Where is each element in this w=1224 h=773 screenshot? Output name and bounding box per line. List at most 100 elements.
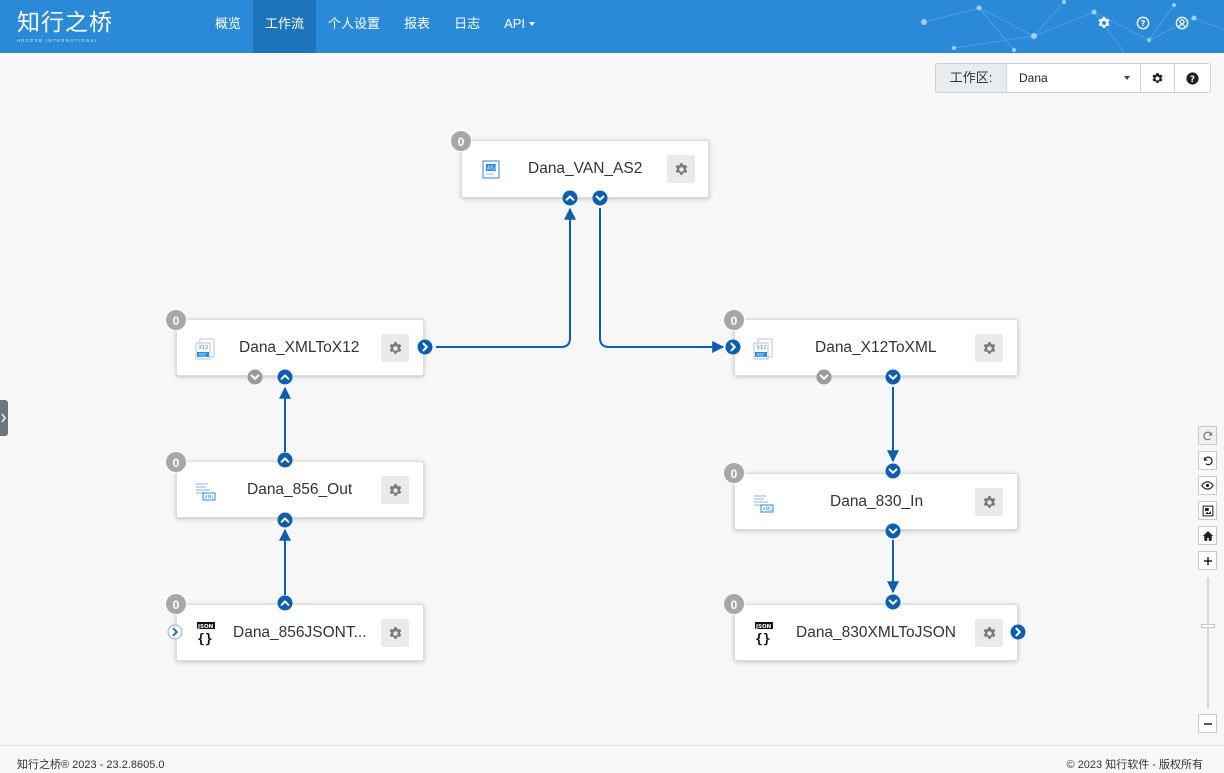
- sidebar-toggle[interactable]: [0, 400, 8, 436]
- message-count-badge: 0: [723, 309, 745, 331]
- eye-icon: [1201, 481, 1214, 490]
- node-settings-button[interactable]: [381, 619, 409, 647]
- node-settings-button[interactable]: [975, 488, 1003, 516]
- gear-icon: [982, 341, 997, 356]
- as2-icon: [478, 157, 504, 183]
- message-count-badge: 0: [723, 593, 745, 615]
- workflow-node-830-in[interactable]: Dana_830_In: [734, 473, 1018, 530]
- x12-icon: [751, 336, 777, 362]
- help-icon[interactable]: ?: [1136, 16, 1150, 30]
- output-port-icon[interactable]: [277, 595, 293, 611]
- chevron-right-icon: [1, 413, 6, 423]
- zoom-slider-track[interactable]: [1207, 578, 1209, 708]
- chevron-down-icon: [529, 21, 536, 26]
- gear-icon: [982, 495, 997, 510]
- gear-icon: [982, 626, 997, 641]
- input-port-icon[interactable]: [885, 594, 901, 610]
- zoom-in-button[interactable]: [1198, 551, 1217, 570]
- input-port-icon[interactable]: [725, 339, 741, 355]
- connection-van-as2-to-x12toxml[interactable]: [599, 208, 725, 353]
- workspace-select[interactable]: Dana: [1007, 64, 1141, 92]
- redo-button[interactable]: [1198, 426, 1217, 445]
- input-port-icon[interactable]: [167, 624, 183, 640]
- workflow-node-856-out[interactable]: Dana_856_Out: [176, 461, 424, 518]
- workspace-help-button[interactable]: ?: [1175, 64, 1209, 92]
- brand-name: 知行之桥: [17, 9, 113, 35]
- zoom-out-icon: [1203, 722, 1212, 725]
- output-port-icon[interactable]: [885, 369, 901, 385]
- workflow-node-830-json[interactable]: Dana_830XMLToJSON: [734, 604, 1018, 661]
- nav-api[interactable]: API: [492, 0, 547, 53]
- node-label: Dana_X12ToXML: [815, 339, 937, 356]
- brand-logo[interactable]: 知行之桥 ARCESB INTERNATIONAL: [17, 8, 113, 43]
- input-port-icon[interactable]: [277, 369, 293, 385]
- nav-workflow[interactable]: 工作流: [253, 0, 317, 53]
- workflow-node-xmltox12[interactable]: Dana_XMLToX12: [176, 319, 424, 376]
- top-navbar: 知行之桥 ARCESB INTERNATIONAL 概览 工作流 个人设置 报表…: [0, 0, 1224, 53]
- message-count-badge: 0: [165, 451, 187, 473]
- output-port-icon[interactable]: [277, 452, 293, 468]
- network-decoration: [921, 0, 1224, 53]
- input-port-icon[interactable]: [885, 463, 901, 479]
- nav-overview[interactable]: 概览: [215, 16, 242, 31]
- nav-logs[interactable]: 日志: [454, 16, 481, 31]
- workspace-label: 工作区:: [936, 64, 1007, 92]
- node-settings-button[interactable]: [975, 619, 1003, 647]
- node-settings-button[interactable]: [975, 334, 1003, 362]
- connection-xmltox12-to-van-as2[interactable]: [436, 207, 576, 348]
- zoom-out-button[interactable]: [1198, 714, 1217, 733]
- error-port-icon[interactable]: [816, 369, 832, 385]
- output-port-icon[interactable]: [885, 523, 901, 539]
- workflow-node-x12toxml[interactable]: Dana_X12ToXML: [734, 319, 1018, 376]
- input-port-icon[interactable]: [562, 190, 578, 206]
- message-count-badge: 0: [723, 462, 745, 484]
- footer: 知行之桥® 2023 - 23.2.8605.0 © 2023 知行软件 - 版…: [0, 745, 1224, 773]
- gear-icon: [388, 341, 403, 356]
- xml-icon: [751, 490, 777, 516]
- workspace-settings-button[interactable]: [1141, 64, 1175, 92]
- node-settings-button[interactable]: [381, 334, 409, 362]
- node-settings-button[interactable]: [381, 476, 409, 504]
- node-label: Dana_856JSONT...: [233, 624, 367, 641]
- nav-profile-settings[interactable]: 个人设置: [328, 16, 381, 31]
- version-text: 知行之桥® 2023 - 23.2.8605.0: [17, 759, 165, 771]
- undo-button[interactable]: [1198, 451, 1217, 470]
- help-circle-icon: ?: [1185, 71, 1199, 84]
- message-count-badge: 0: [165, 593, 187, 615]
- output-port-icon[interactable]: [592, 190, 608, 206]
- home-button[interactable]: [1198, 526, 1217, 545]
- node-label: Dana_VAN_AS2: [528, 160, 643, 177]
- json-icon: [193, 621, 219, 647]
- node-label: Dana_856_Out: [247, 481, 353, 498]
- gear-icon: [388, 626, 403, 641]
- workspace-control: 工作区: Dana ?: [935, 63, 1211, 93]
- undo-icon: [1203, 456, 1213, 465]
- output-port-icon[interactable]: [417, 339, 433, 355]
- zoom-slider-handle[interactable]: [1201, 624, 1215, 628]
- workspace-value: Dana: [1019, 71, 1048, 85]
- workflow-node-856-json[interactable]: Dana_856JSONT...: [176, 604, 424, 661]
- brand-tagline: ARCESB INTERNATIONAL: [17, 38, 99, 43]
- message-count-badge: 0: [450, 130, 472, 152]
- node-settings-button[interactable]: [667, 155, 695, 183]
- gear-icon: [388, 483, 403, 498]
- svg-text:?: ?: [1141, 18, 1146, 28]
- json-icon: [751, 621, 777, 647]
- node-label: Dana_XMLToX12: [239, 339, 360, 356]
- input-port-icon[interactable]: [277, 512, 293, 528]
- toggle-view-button[interactable]: [1198, 476, 1217, 495]
- svg-text:?: ?: [1190, 74, 1195, 84]
- output-port-icon[interactable]: [1010, 624, 1026, 640]
- nav-reports[interactable]: 报表: [404, 16, 431, 31]
- x12-icon: [193, 336, 219, 362]
- error-port-icon[interactable]: [247, 369, 263, 385]
- xml-icon: [193, 478, 219, 504]
- workflow-node-van-as2[interactable]: Dana_VAN_AS2: [461, 140, 709, 198]
- export-image-button[interactable]: [1198, 501, 1217, 520]
- user-icon[interactable]: [1175, 16, 1189, 30]
- nav-api-label: API: [504, 16, 526, 31]
- message-count-badge: 0: [165, 309, 187, 331]
- main-nav: 概览 工作流 个人设置 报表 日志 API: [203, 0, 547, 53]
- zoom-in-icon: [1203, 556, 1212, 565]
